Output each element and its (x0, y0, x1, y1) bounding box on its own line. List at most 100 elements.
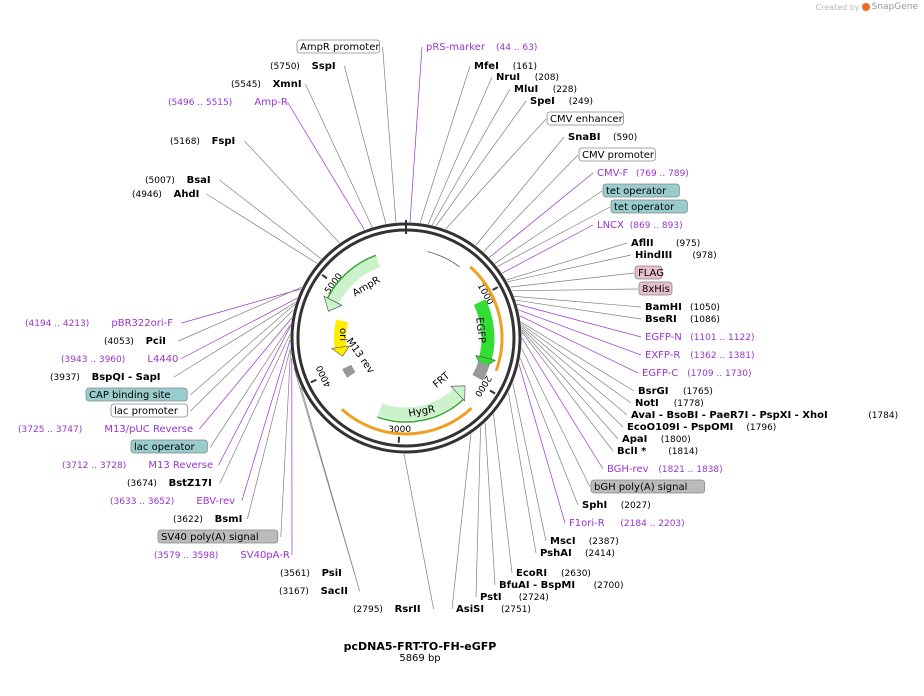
leader-line (244, 140, 340, 244)
map-label-26[interactable]: (4194 .. 4213)pBR322ori-F (25, 318, 173, 329)
map-label-9[interactable]: SpeI(249) (530, 96, 593, 107)
map-label-30[interactable]: (3943 .. 3960)L4440 (61, 354, 178, 365)
feature-name-hygr: HygR (408, 404, 436, 419)
leader-line (435, 100, 527, 227)
map-label-18[interactable]: tet operator (610, 199, 688, 214)
map-label-46[interactable]: bGH poly(A) signal (590, 479, 705, 494)
map-label-38[interactable]: EcoO109I - PspOMI(1796) (627, 422, 776, 433)
leader-line (521, 327, 624, 428)
leader-line (427, 76, 493, 225)
leader-line (382, 46, 397, 223)
map-label-43[interactable]: (3712 .. 3728) M13 Reverse (62, 460, 213, 471)
label-position: (590) (613, 133, 637, 143)
map-label-13[interactable]: CMV promoter (578, 147, 656, 162)
label-position: (3674) (127, 479, 157, 489)
map-label-14[interactable]: CMV-F(769 .. 789) (597, 168, 689, 179)
map-label-59[interactable]: (3167)SacII (279, 586, 348, 597)
map-label-58[interactable]: PstI(2724) (480, 592, 549, 603)
map-label-31[interactable]: EGFP-C(1709 .. 1730) (642, 368, 751, 379)
tick-mark (321, 274, 328, 280)
map-label-35[interactable]: NotI(1778) (635, 398, 704, 409)
leader-line (475, 426, 481, 598)
label-position: (1362 .. 1381) (690, 351, 754, 361)
map-label-60[interactable]: AsiSI(2751) (456, 604, 531, 615)
leader-line (247, 348, 291, 520)
map-label-48[interactable]: SphI(2027) (582, 500, 651, 511)
map-label-50[interactable]: F1ori-R(2184 .. 2203) (569, 518, 685, 529)
map-label-44[interactable]: BGH-rev(1821 .. 1838) (607, 464, 723, 475)
map-label-1[interactable]: AmpR promoter (296, 39, 380, 54)
map-label-29[interactable]: EXFP-R(1362 .. 1381) (645, 350, 754, 361)
map-label-39[interactable]: (3725 .. 3747)M13/pUC Reverse (18, 424, 193, 435)
map-label-20[interactable]: AflII(975) (631, 238, 700, 249)
snapgene-credit: Created by SnapGene (816, 2, 918, 12)
map-label-36[interactable]: lac promoter (110, 403, 188, 418)
map-label-32[interactable]: (3937)BspQI - SapI (50, 372, 161, 383)
map-label-57[interactable]: BfuAI - BspMI(2700) (499, 580, 624, 591)
leader-line (521, 347, 591, 488)
leader-line (206, 193, 318, 264)
leader-line (497, 206, 611, 267)
map-label-12[interactable]: SnaBI(590) (568, 132, 637, 143)
map-label-10[interactable]: CMV enhancer (546, 111, 624, 126)
map-label-34[interactable]: CAP binding site (85, 387, 188, 402)
ampr-arrowhead (323, 295, 343, 312)
map-label-27[interactable]: EGFP-N(1101 .. 1122) (645, 332, 754, 343)
map-label-15[interactable]: (5007)BsaI (145, 175, 211, 186)
map-label-16[interactable]: tet operator (602, 183, 680, 198)
map-label-3[interactable]: (5750)SspI (270, 61, 336, 72)
map-label-28[interactable]: (4053)PciI (104, 336, 166, 347)
map-label-5[interactable]: (5545)XmnI (231, 79, 302, 90)
label-box (602, 183, 680, 198)
map-label-23[interactable]: 8xHis (638, 281, 673, 296)
map-label-53[interactable]: (3579 .. 3598)SV40pA-R (154, 550, 290, 561)
map-label-33[interactable]: BsrGI(1765) (638, 386, 713, 397)
map-label-17[interactable]: (4946)AhdI (132, 189, 199, 200)
label-position: (5545) (231, 80, 261, 90)
map-label-7[interactable]: MluI(228) (514, 84, 577, 95)
label-box (634, 265, 663, 280)
map-label-54[interactable]: PshAI(2414) (540, 548, 615, 559)
map-label-40[interactable]: ApaI(1800) (622, 434, 691, 445)
plasmid-name: pcDNA5-FRT-TO-FH-eGFP (343, 640, 497, 653)
map-label-24[interactable]: BamHI(1050) (645, 302, 720, 313)
label-name: RsrII (395, 604, 421, 615)
map-label-52[interactable]: MscI(2387) (550, 536, 619, 547)
label-position: (3633 .. 3652) (110, 497, 174, 507)
map-label-49[interactable]: (3622)BsmI (173, 514, 242, 525)
label-name: SspI (312, 61, 336, 72)
map-label-41[interactable]: lac operator (130, 439, 208, 454)
leader-lines (173, 46, 642, 610)
label-name: PstI (480, 592, 502, 603)
map-label-47[interactable]: (3633 .. 3652)EBV-rev (110, 496, 235, 507)
label-position: (1709 .. 1730) (687, 369, 751, 379)
orange-arc-right (469, 265, 504, 372)
map-label-6[interactable]: NruI(208) (496, 72, 559, 83)
leader-line (178, 286, 302, 342)
map-label-11[interactable]: (5168)FspI (170, 136, 235, 147)
map-label-55[interactable]: EcoRI(2630) (516, 568, 591, 579)
map-label-2[interactable]: pRS-marker(44 .. 63) (426, 42, 537, 53)
leader-line (218, 325, 291, 466)
map-label-21[interactable]: HindIII(978) (635, 250, 717, 261)
map-label-61[interactable]: (2795)RsrII (353, 604, 421, 615)
map-label-22[interactable]: FLAG (634, 265, 664, 280)
map-label-8[interactable]: (5496 .. 5515)Amp-R (168, 97, 288, 108)
tick-mark (492, 286, 499, 291)
map-label-56[interactable]: (3561)PsiI (280, 568, 342, 579)
map-label-51[interactable]: SV40 poly(A) signal (157, 529, 279, 544)
map-label-37[interactable]: AvaI - BsoBI - PaeR7I - PspXI - XhoI(178… (631, 410, 898, 421)
label-name: EcoRI (516, 568, 547, 579)
leader-line (519, 357, 579, 506)
label-name: FLAG (638, 268, 664, 279)
map-label-25[interactable]: BseRI(1086) (645, 314, 720, 325)
map-label-45[interactable]: (3674)BstZ17I (127, 478, 212, 489)
map-label-19[interactable]: LNCX(869 .. 893) (597, 220, 683, 231)
leader-line (305, 83, 373, 228)
map-label-42[interactable]: BclI *(1814) (617, 446, 698, 457)
map-label-4[interactable]: MfeI(161) (474, 61, 537, 72)
leader-line (521, 329, 619, 440)
label-name: M13 Reverse (148, 460, 213, 471)
label-position: (3712 .. 3728) (62, 461, 126, 471)
